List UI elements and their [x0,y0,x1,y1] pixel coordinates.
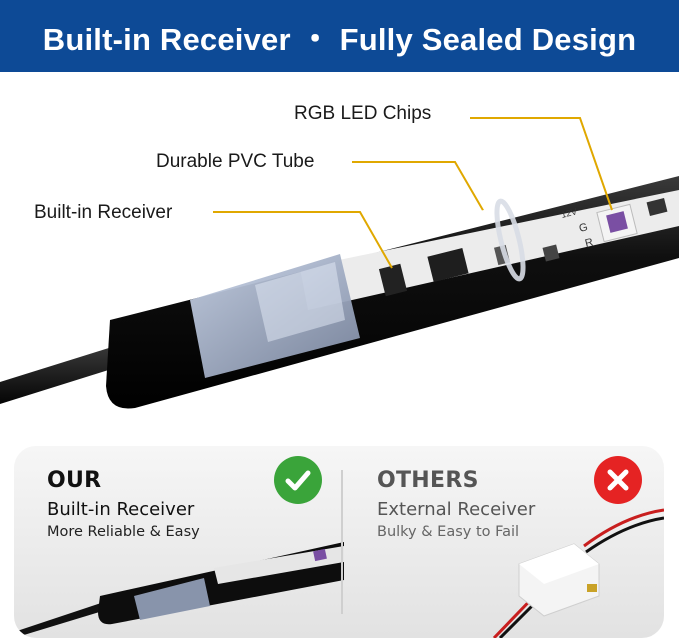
rgb-led-die [606,211,628,233]
external-receiver-button [587,584,597,592]
product-hero: 12V G R RGB LED Chips Durable PVC Tube B… [0,72,679,432]
resistor-2 [646,198,668,216]
clip-ring [494,198,526,282]
mini-receiver-cap [134,578,210,620]
others-title: External Receiver [377,499,536,520]
banner-title: Built-in Receiver ・ Fully Sealed Design [42,21,637,57]
leader-receiver [213,211,393,269]
mini-pcb [214,546,344,584]
others-cable-red-2 [583,508,664,548]
ours-subtitle: More Reliable & Easy [47,524,200,540]
pcb-label-12v: 12V [560,206,578,220]
leader-pvc [352,161,485,213]
callout-pvc-tube: Durable PVC Tube [156,151,315,172]
comparison-panel: OUR Built-in Receiver More Reliable & Ea… [14,446,664,638]
ic-chip [427,248,469,282]
ours-column: OUR Built-in Receiver More Reliable & Ea… [47,468,200,540]
receiver-highlight [255,262,345,342]
leader-rgb [470,117,613,211]
ours-title: Built-in Receiver [47,499,195,520]
header-banner: Built-in Receiver ・ Fully Sealed Design [0,0,679,72]
callout-lines [213,117,613,269]
check-glyph [285,470,311,491]
others-subtitle: Bulky & Easy to Fail [377,524,520,540]
ours-heading: OUR [47,468,102,493]
comparison-divider [341,470,343,614]
receiver-chip [378,263,408,297]
callout-built-in-receiver: Built-in Receiver [34,202,173,223]
callout-rgb-led-chips: RGB LED Chips [294,103,432,124]
pcb-label-g: G [578,221,589,235]
others-heading: OTHERS [377,468,479,493]
pcb-label-r: R [584,236,595,250]
power-cable [0,342,134,404]
mini-led-chip [313,548,327,562]
others-cable-black-2 [585,516,664,554]
mini-cable [14,602,106,638]
external-receiver-top [519,544,599,584]
component [542,244,560,262]
cross-icon [594,456,642,504]
led-strip-illustration: 12V G R [0,117,679,409]
check-icon [274,456,322,504]
others-column: OTHERS External Receiver Bulky & Easy to… [377,468,535,540]
leader-pvc-dot [480,210,488,218]
cross-glyph [607,469,629,491]
comparison-illustrations [14,508,664,638]
